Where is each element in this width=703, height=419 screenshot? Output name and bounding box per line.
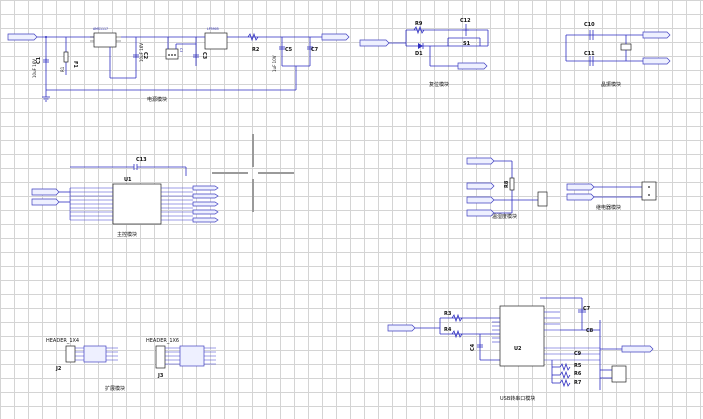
usb-u2-ic: [499, 305, 545, 367]
s1-label: S1: [463, 41, 471, 47]
c5-label: C5: [285, 47, 293, 53]
header4-label: HEADER_1X4: [46, 338, 79, 344]
header4-net-labels[interactable]: [83, 345, 107, 363]
sensor-port-data[interactable]: [466, 196, 495, 204]
expansion-module-title: 扩展模块: [105, 385, 125, 392]
r9-label: R9: [415, 21, 423, 27]
power-module-title: 电源模块: [147, 96, 167, 103]
r7-label: R7: [574, 380, 582, 386]
power-output-port[interactable]: [321, 33, 350, 41]
power-jumper: [165, 48, 179, 60]
header6-connector: [155, 345, 166, 369]
c10-label: C10: [584, 22, 595, 28]
mcu-port-left-1[interactable]: [31, 188, 60, 196]
relay-port-2[interactable]: [566, 193, 595, 201]
resistor-r8: [509, 177, 515, 191]
sensor-port-gnd[interactable]: [466, 209, 495, 217]
c1-label: C1: [36, 56, 42, 64]
c5-value: 1uF 10V: [272, 55, 277, 72]
header6-net-labels[interactable]: [179, 345, 205, 367]
mcu-right-ports[interactable]: [192, 185, 219, 223]
c4-label: C4: [470, 343, 476, 351]
r8-label: R8: [504, 180, 510, 188]
usb-module-title: USB转串口模块: [500, 395, 535, 402]
power-module: C1 10uF 16V F1 R1 AMS1117 C2 10uF 16V C3…: [7, 27, 350, 103]
r6-label: R6: [574, 371, 582, 377]
crystal-y1: [620, 43, 632, 51]
crystal-port-1[interactable]: [642, 31, 671, 39]
mcu-u1-ic: [112, 183, 162, 225]
sensor-module-title: 温湿度模块: [492, 213, 517, 220]
resistor-r9: [413, 25, 425, 35]
crosshair-cursor: [212, 134, 294, 212]
mcu-module-title: 主控模块: [117, 231, 137, 238]
usb-port-right[interactable]: [621, 345, 654, 353]
ams1117-ic: [93, 32, 117, 48]
j2-label: J2: [55, 366, 62, 372]
ams1117-label: AMS1117: [93, 27, 108, 31]
r4-label: R4: [444, 327, 452, 333]
reset-module-title: 复位模块: [429, 81, 449, 88]
fuse-f1: [63, 51, 69, 63]
lp5905-ic: [204, 32, 228, 50]
sensor-module: R8 温湿度模块: [466, 157, 548, 220]
c1-value: 10uF 16V: [32, 59, 37, 78]
resistor-r7: [559, 378, 571, 388]
c11-label: C11: [584, 51, 595, 57]
d1-label: D1: [415, 51, 423, 57]
resistor-r2: [247, 32, 259, 42]
header6-label: HEADER_1X6: [146, 338, 179, 344]
resistor-r5: [559, 362, 571, 372]
mcu-module: C13 U1: [31, 157, 219, 238]
c8-label: C8: [586, 328, 594, 334]
crystal-port-2[interactable]: [642, 57, 671, 65]
reset-port[interactable]: [359, 39, 390, 47]
power-input-port[interactable]: [7, 33, 38, 41]
mcu-port-left-2[interactable]: [31, 198, 60, 206]
reset-module: R9 D1 C12 S1 复位模块: [359, 18, 489, 88]
header4-connector: [65, 345, 76, 363]
relay-port-1[interactable]: [566, 183, 595, 191]
resistor-r6: [559, 370, 571, 380]
expansion-module: HEADER_1X4 J2 HEADER_1X6 J3 扩展模块: [46, 338, 216, 392]
usb-connector: [611, 365, 627, 383]
r3-label: R3: [444, 311, 452, 317]
relay-module-title: 继电器模块: [596, 204, 621, 211]
r1-label: R1: [60, 66, 65, 72]
sensor-port-mid[interactable]: [466, 182, 495, 190]
crystal-module: C10 C11 晶振模块: [565, 22, 671, 88]
r5-label: R5: [574, 363, 582, 369]
crystal-module-title: 晶振模块: [601, 81, 621, 88]
usb-module: R3 R4 C4 U2 C7 C8: [387, 297, 654, 402]
resistor-r3: [451, 313, 463, 323]
c13-label: C13: [136, 157, 147, 163]
diode-d1: [418, 43, 423, 49]
sensor-port-top[interactable]: [466, 157, 495, 165]
c3-label: C3: [179, 48, 183, 52]
r2-label: R2: [252, 47, 260, 53]
c3b-label: C3: [201, 52, 207, 60]
u1-label: U1: [124, 177, 132, 183]
c7-label: C7: [311, 47, 319, 53]
f1-label: F1: [72, 61, 78, 68]
c9-label: C9: [574, 351, 582, 357]
reset-gnd-port[interactable]: [457, 62, 488, 70]
c2-label: C2: [142, 52, 148, 60]
lp5905-label: LP5905: [207, 27, 219, 31]
c7-usb-label: C7: [583, 306, 591, 312]
usb-port-left[interactable]: [387, 324, 416, 332]
relay-connector: [641, 181, 657, 201]
relay-module: 继电器模块: [566, 181, 657, 211]
j3-label: J3: [157, 373, 164, 379]
c2-value: 10uF 16V: [139, 43, 144, 62]
u2-label: U2: [514, 346, 522, 352]
sensor-connector: [537, 191, 548, 207]
c12-label: C12: [460, 18, 471, 24]
resistor-r4: [451, 329, 463, 339]
